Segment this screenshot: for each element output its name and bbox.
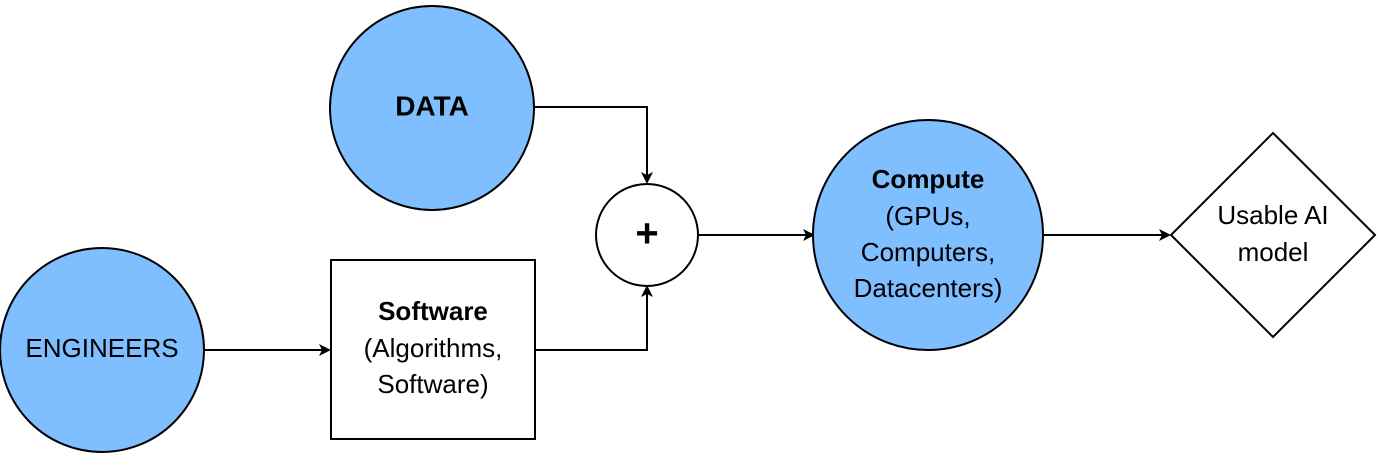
output-node-line1: Usable AI [1217, 200, 1328, 230]
edge-data-to-plus [535, 106, 653, 184]
software-node-line1: (Algorithms, [364, 333, 503, 363]
engineers-node-label: ENGINEERS [25, 333, 178, 363]
output-node-line2: model [1238, 237, 1309, 267]
compute-node-line2: Computers, [861, 237, 995, 267]
plus-symbol: + [635, 212, 658, 256]
data-node-label: DATA [395, 90, 469, 121]
output-node: Usable AI model [1169, 131, 1377, 339]
data-node: DATA [329, 5, 535, 211]
edge-software-to-plus [535, 285, 653, 351]
software-node-line2: Software) [377, 369, 488, 399]
software-node: Software (Algorithms, Software) [330, 259, 536, 440]
software-node-title: Software [378, 296, 488, 326]
compute-node-title: Compute [872, 164, 985, 194]
combine-node: + [595, 183, 699, 287]
compute-node-line1: (GPUs, [885, 201, 970, 231]
engineers-node: ENGINEERS [0, 247, 205, 453]
compute-node-line3: Datacenters) [854, 273, 1003, 303]
compute-node: Compute (GPUs, Computers, Datacenters) [812, 119, 1044, 351]
